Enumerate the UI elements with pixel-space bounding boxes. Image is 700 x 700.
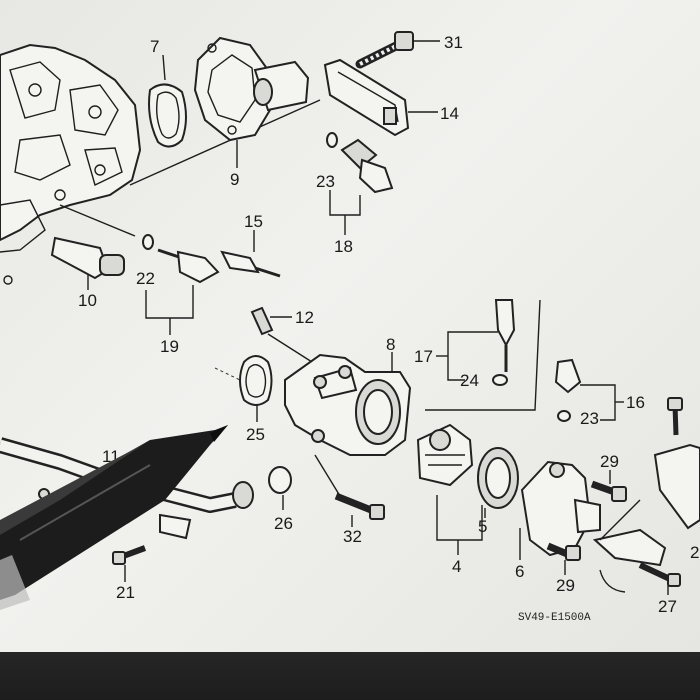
bracket-14 xyxy=(323,58,438,137)
callout-27: 27 xyxy=(658,597,677,616)
figure-code: SV49-E1500A xyxy=(518,612,591,624)
bracket-right xyxy=(599,397,700,541)
pen-foreground xyxy=(0,425,228,610)
callout-26: 26 xyxy=(274,514,293,533)
callout-32: 32 xyxy=(343,527,362,546)
callout-24: 24 xyxy=(460,371,479,390)
callout-17: 17 xyxy=(414,347,433,366)
callout-4: 4 xyxy=(452,557,461,576)
callout-21: 21 xyxy=(116,583,135,602)
monitor-bezel xyxy=(0,652,700,700)
gasket-5 xyxy=(477,447,519,518)
callout-5: 5 xyxy=(478,517,487,536)
callout-7: 7 xyxy=(150,37,159,56)
callout-labels: 7 31 14 9 23 18 15 22 10 19 12 8 17 24 1… xyxy=(78,33,699,624)
bolt-21 xyxy=(112,545,147,582)
clamp-27 xyxy=(592,528,681,595)
bolt-31 xyxy=(355,31,440,69)
thermostat-housing-8 xyxy=(284,352,412,456)
thermostat-cover-6 xyxy=(519,460,601,560)
callout-25: 25 xyxy=(246,425,265,444)
callout-31: 31 xyxy=(444,33,463,52)
sensor-18 xyxy=(326,132,394,235)
sensor-16 xyxy=(554,358,624,422)
sensor-19 xyxy=(142,234,220,335)
thermostat-4 xyxy=(416,423,483,555)
bolt-29b xyxy=(546,542,581,575)
callout-18: 18 xyxy=(334,237,353,256)
callout-29-bottom: 29 xyxy=(556,576,575,595)
callout-15: 15 xyxy=(244,212,263,231)
callout-19: 19 xyxy=(160,337,179,356)
bolt-12 xyxy=(250,306,313,363)
sensor-15 xyxy=(220,230,281,278)
leader-line xyxy=(129,99,321,186)
callout-16: 16 xyxy=(626,393,645,412)
callout-9: 9 xyxy=(230,170,239,189)
callout-22: 22 xyxy=(136,269,155,288)
bolt-29a xyxy=(590,470,627,502)
callout-2-edge: 2 xyxy=(690,543,699,562)
callout-23-top: 23 xyxy=(316,172,335,191)
o-ring-26 xyxy=(268,466,292,510)
gasket-25 xyxy=(214,355,273,422)
callout-12: 12 xyxy=(295,308,314,327)
callout-14: 14 xyxy=(440,104,459,123)
cylinder-head xyxy=(0,43,142,285)
gasket-7 xyxy=(148,54,187,148)
sensor-17 xyxy=(425,299,541,411)
parts-diagram: 7 31 14 9 23 18 15 22 10 19 12 8 17 24 1… xyxy=(0,31,700,624)
water-outlet-9 xyxy=(193,36,310,168)
callout-6: 6 xyxy=(515,562,524,581)
callout-10: 10 xyxy=(78,291,97,310)
callout-29-top: 29 xyxy=(600,452,619,471)
sensor-10 xyxy=(50,204,136,290)
callout-23-right: 23 xyxy=(580,409,599,428)
callout-8: 8 xyxy=(386,335,395,354)
bolt-32 xyxy=(314,454,385,527)
